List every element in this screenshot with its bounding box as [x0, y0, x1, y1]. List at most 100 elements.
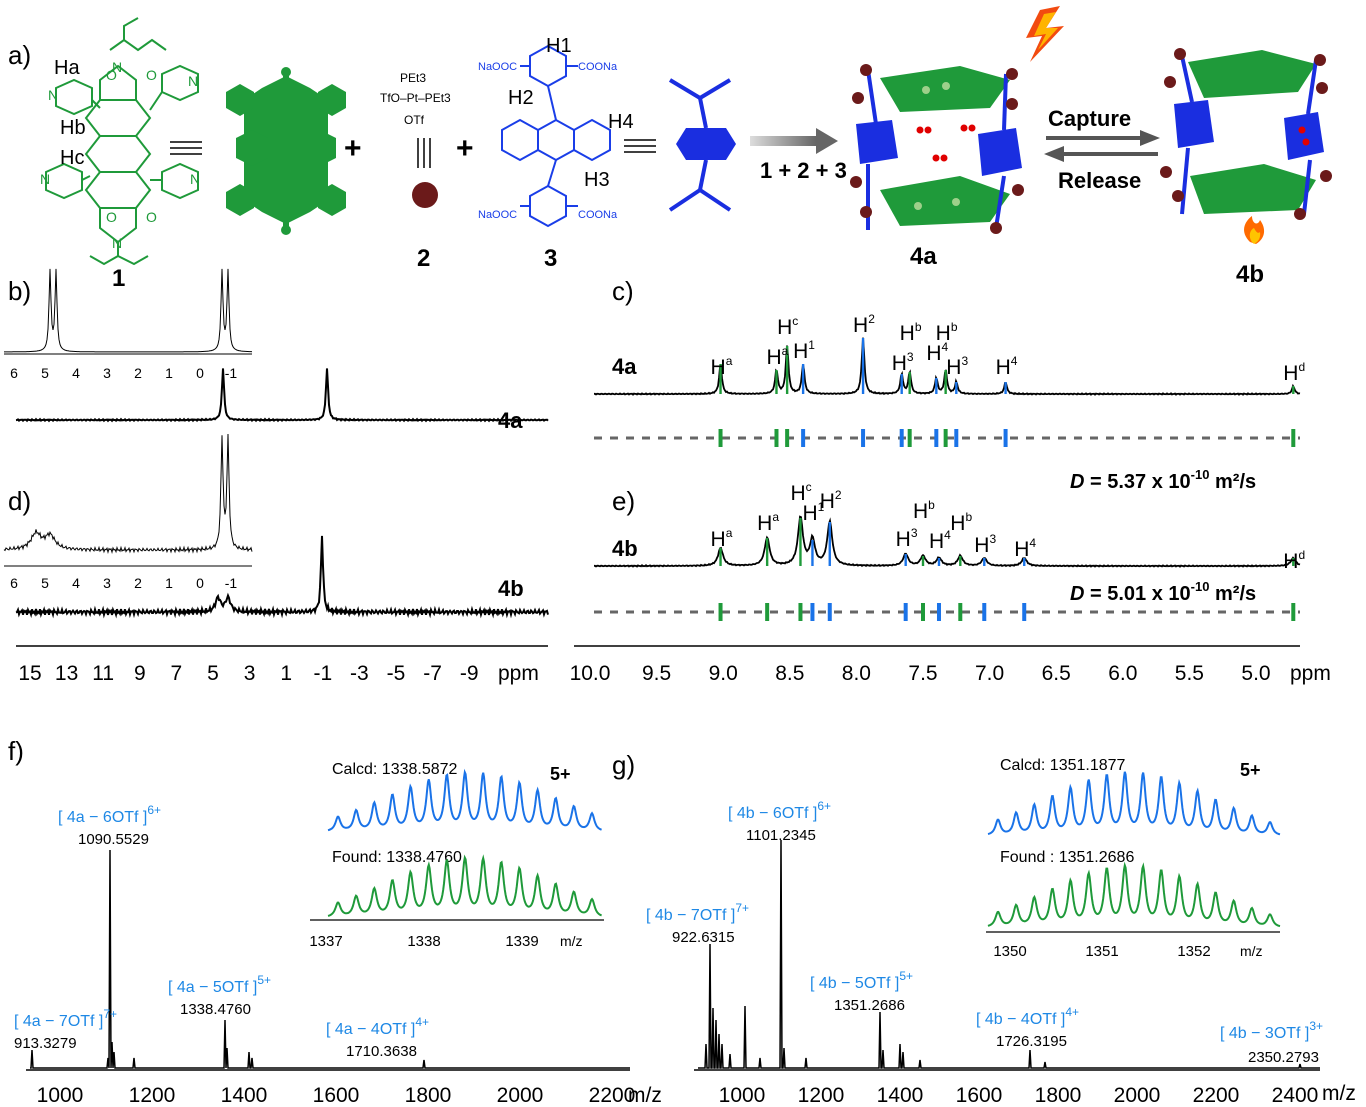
panel_e-dosy-9 — [982, 603, 987, 621]
reaction-arrow — [750, 128, 838, 154]
cage-4a-number: 4a — [910, 243, 937, 270]
panel_e-peak-label-7: H4 — [929, 528, 951, 553]
compound-1-hc: Hc — [60, 147, 84, 169]
panel-f-mz-7: 913.3279 — [14, 1035, 77, 1052]
panel-f-mz-4: 1710.3638 — [346, 1043, 417, 1060]
panel-d-inset-tick-4: 2 — [134, 575, 142, 591]
compound-2-otf: OTf — [404, 113, 425, 127]
panel_e-peak-label-6: Hb — [913, 498, 935, 523]
compound-3-structure — [501, 44, 611, 228]
panel-f-found: Found: 1338.4760 — [332, 849, 462, 866]
panel-d-inset-tick-1: 5 — [41, 575, 49, 591]
svg-text:N: N — [48, 87, 58, 103]
panel_c-dosy-9 — [954, 429, 959, 447]
panel-g-calcd: Calcd: 1351.1877 — [1000, 757, 1126, 774]
lightning-icon — [1026, 6, 1064, 62]
panel_e-dosy-3 — [810, 603, 815, 621]
panel_e-dosy-7 — [936, 603, 941, 621]
compound-3-coona-top: COONa — [578, 61, 618, 73]
compound-3-number: 3 — [544, 245, 557, 272]
panel-f-ion-7: [ 4a − 7OTf ]7+ — [14, 1007, 117, 1030]
panel-f-axis-tick-4: 1800 — [405, 1084, 452, 1107]
compound-2-pet3-top: PEt3 — [400, 71, 426, 85]
panel-g-charge: 5+ — [1240, 760, 1261, 780]
panel-g-ion-5: [ 4b − 5OTf ]5+ — [810, 969, 913, 992]
panel-g-calcd-trace — [987, 771, 1281, 836]
panel_e-peak-label-0: Ha — [711, 526, 733, 551]
panel_e-dosy-11 — [1291, 603, 1296, 621]
panel-d-inset-tick-3: 3 — [103, 575, 111, 591]
panel-f-ion-5: [ 4a − 5OTf ]5+ — [168, 973, 271, 996]
panel-g-mz-6: 1101.2345 — [746, 827, 816, 844]
flame-icon — [1244, 216, 1265, 244]
panel_e-dosy-0 — [718, 603, 723, 621]
panel-f-inset-unit: m/z — [560, 933, 583, 949]
panel-d-axis-tick-10: -5 — [387, 662, 406, 685]
panel-f-inset-tick-1: 1338 — [407, 933, 440, 950]
svg-text:N: N — [190, 171, 200, 187]
panel-d-axis-tick-1: 13 — [55, 662, 78, 685]
panel_e-peak-label-4: H2 — [820, 488, 842, 513]
panel-c-trace — [594, 337, 1301, 396]
panel-f-calcd: Calcd: 1338.5872 — [332, 761, 458, 778]
capture-release-arrows — [1044, 130, 1160, 162]
panel_c-peak-label-5: H3 — [892, 350, 914, 375]
panel-b-inset-tick-4: 2 — [134, 365, 142, 381]
reaction-label: 1 + 2 + 3 — [760, 158, 847, 183]
panel_c-peak-label-1: Ha — [766, 344, 788, 369]
panel_c-peak-label-10: H4 — [996, 354, 1018, 379]
compound-3-h3: H3 — [584, 169, 610, 191]
panel-b-main-trace — [15, 368, 549, 423]
panel_c-peak-label-7: H4 — [926, 340, 948, 365]
panel-f-inset-tick-2: 1339 — [505, 933, 538, 950]
panel-e-axis-tick-10: 5.0 — [1241, 662, 1270, 685]
panel-f-axis-tick-0: 1000 — [37, 1084, 84, 1107]
compound-3-naooc-top: NaOOC — [478, 61, 517, 73]
panel-g-mz-3: 2350.2793 — [1248, 1049, 1319, 1066]
panel-g-axis-tick-3: 1600 — [956, 1084, 1003, 1107]
panel_c-peak-label-6: Hb — [900, 320, 922, 345]
panel_e-dosy-10 — [1022, 603, 1027, 621]
panel-f-axis-tick-3: 1600 — [313, 1084, 360, 1107]
panel-f-ion-4: [ 4a − 4OTf ]4+ — [326, 1015, 429, 1038]
panel_e-dosy-1 — [765, 603, 770, 621]
capture-label: Capture — [1048, 106, 1131, 131]
plus-sign-1: + — [344, 132, 362, 165]
panel-g-trace — [698, 839, 1320, 1069]
panel_c-peak-label-11: Hd — [1283, 360, 1305, 385]
panel-f-inset-tick-0: 1337 — [309, 933, 342, 950]
panel-b-inset-tick-5: 1 — [165, 365, 173, 381]
compound-2-number: 2 — [417, 245, 430, 272]
panel_e-dosy-4 — [827, 603, 832, 621]
svg-text:O: O — [106, 209, 117, 225]
panel_c-dosy-6 — [907, 429, 912, 447]
panel-d-axis-tick-9: -3 — [350, 662, 369, 685]
panel-b-inset-tick-6: 0 — [196, 365, 204, 381]
panel_c-dosy-1 — [774, 429, 779, 447]
panel-f-charge: 5+ — [550, 764, 571, 784]
panel-d-trace-label: 4b — [498, 576, 524, 601]
panel_e-dosy-8 — [958, 603, 963, 621]
panel-g-ion-3: [ 4b − 3OTf ]3+ — [1220, 1019, 1323, 1042]
panel-a-letter: a) — [8, 40, 31, 70]
compound-2-pt-line: TfO–Pt–PEt3 — [380, 91, 451, 105]
panel-f-inset: Calcd: 1338.5872 5+ Found: 1338.4760 133… — [309, 761, 604, 950]
panel-f-axis-unit: m/z — [628, 1084, 662, 1107]
panel-d-axis-tick-7: 1 — [280, 662, 292, 685]
panel-d-axis-unit: ppm — [498, 662, 539, 685]
panel-g-axis-tick-4: 1800 — [1035, 1084, 1082, 1107]
panel-g-axis-tick-1: 1200 — [798, 1084, 845, 1107]
panel_c-peak-label-3: H1 — [793, 338, 815, 363]
panel-f-mz-6: 1090.5529 — [78, 831, 149, 848]
panel-g-inset-tick-1: 1351 — [1085, 943, 1118, 960]
panel-e-trace-label: 4b — [612, 536, 638, 561]
compound-1-cartoon — [226, 67, 346, 235]
compound-3-coona-bottom: COONa — [578, 209, 618, 221]
panel_c-dosy-5 — [899, 429, 904, 447]
panel-b-letter: b) — [8, 276, 31, 306]
panel-g-found: Found : 1351.2686 — [1000, 849, 1134, 866]
panel-e-peaks — [719, 518, 1295, 566]
